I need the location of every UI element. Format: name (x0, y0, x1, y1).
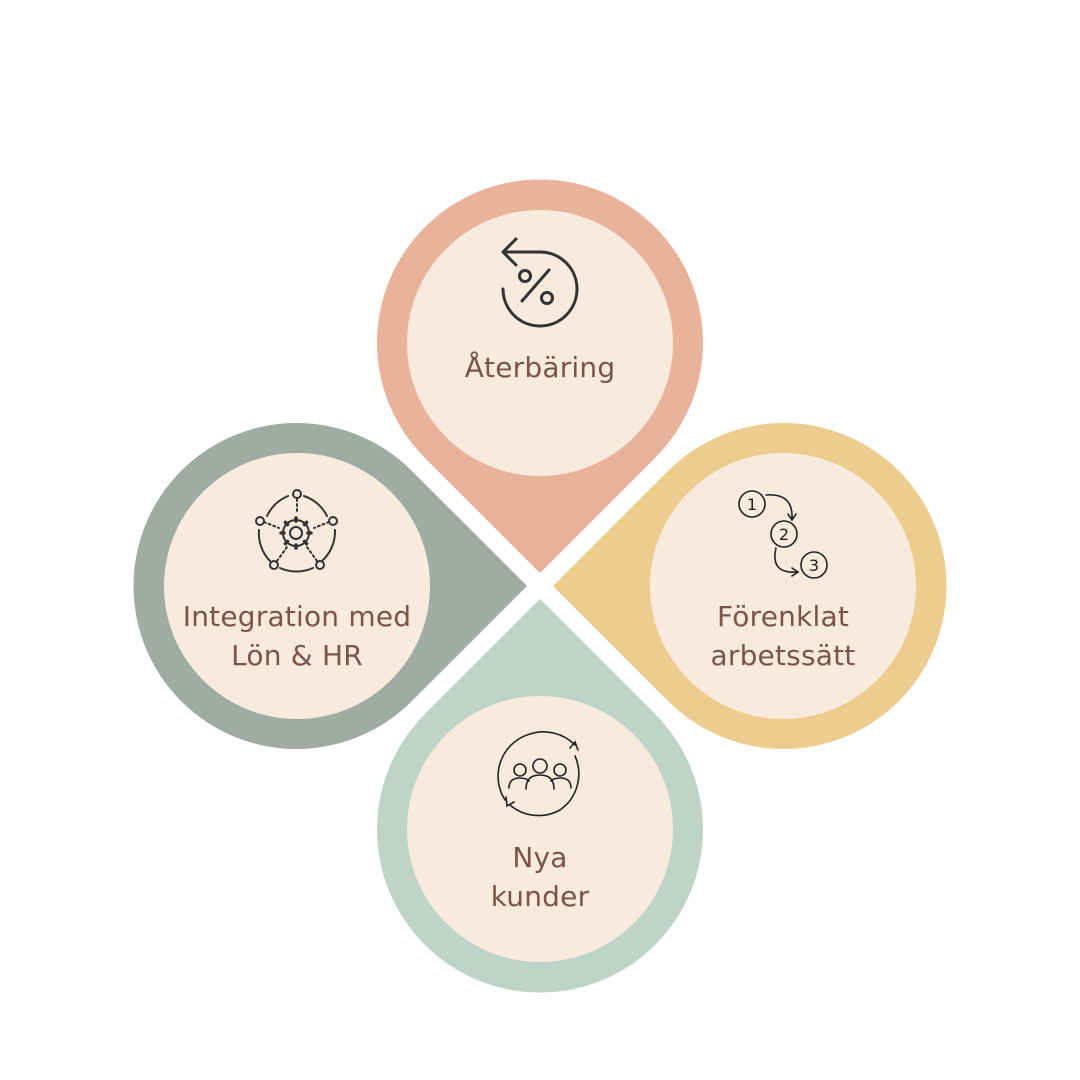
petal-left (133, 423, 527, 749)
svg-text:2: 2 (779, 525, 789, 544)
petal-top-label: Återbäring (420, 348, 660, 387)
petal-bottom-label-line-2: kunder (490, 880, 590, 913)
petal-left-label-line-1: Integration med (182, 600, 412, 633)
gear-network-icon (255, 489, 338, 573)
svg-text:3: 3 (809, 556, 819, 575)
petal-right-label-line-1: Förenklat (716, 600, 850, 633)
petal-top-label-line: Återbäring (464, 351, 616, 384)
petal-right-label-line-2: arbetssätt (710, 639, 856, 672)
petal-right-inner-circle (650, 453, 916, 719)
customer-cycle-icon (497, 731, 580, 817)
svg-text:1: 1 (747, 495, 757, 514)
petal-top-inner-circle (407, 210, 673, 476)
petal-bottom-label-line-1: Nya (512, 841, 568, 874)
petal-bottom-label: Nya kunder (420, 838, 660, 916)
numbered-steps-icon: 1 2 3 (738, 490, 828, 579)
petal-left-inner-circle (164, 453, 430, 719)
petal-left-label: Integration med Lön & HR (177, 597, 417, 675)
petal-right (553, 423, 947, 749)
petal-bottom-inner-circle (407, 696, 673, 962)
percent-refund-icon (501, 237, 579, 328)
petal-bottom (377, 599, 703, 993)
petal-top (377, 179, 703, 573)
petal-left-label-line-2: Lön & HR (231, 639, 363, 672)
petal-right-label: Förenklat arbetssätt (663, 597, 903, 675)
